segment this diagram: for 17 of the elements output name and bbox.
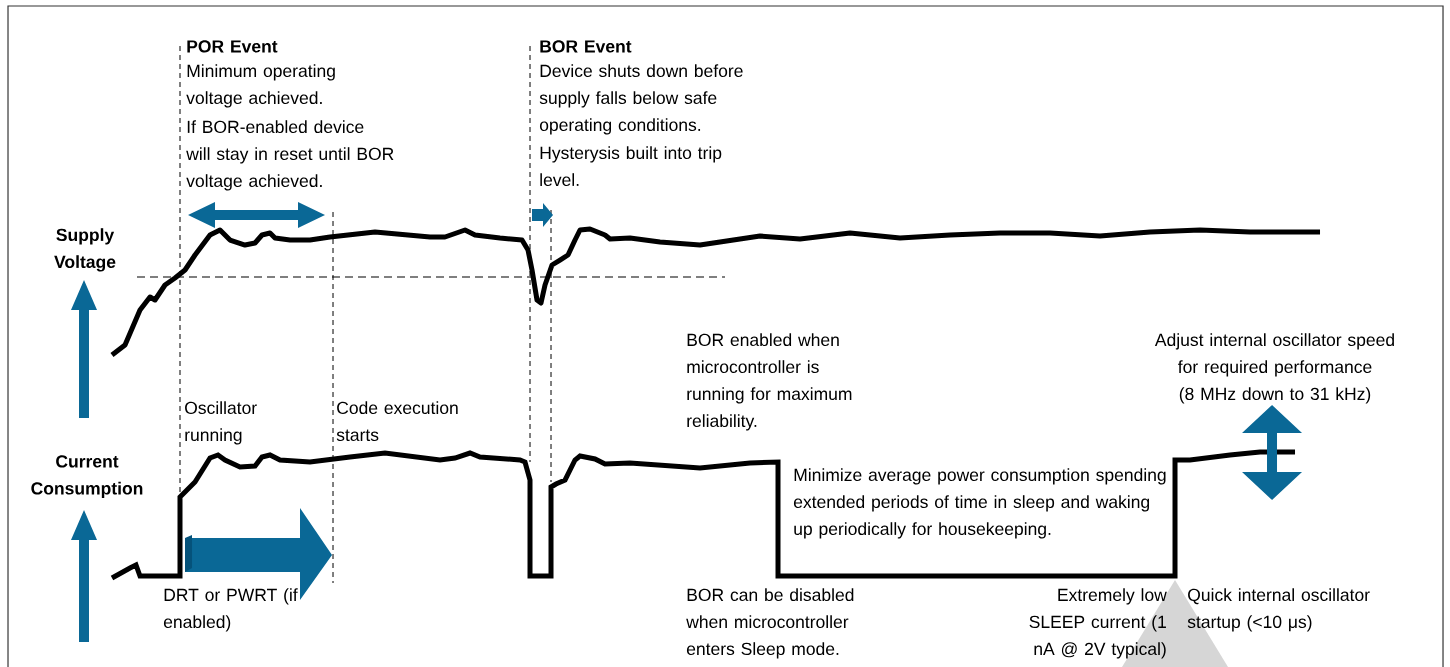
axis-label: Current Consumption	[31, 455, 143, 499]
event-heading: BOR Event	[540, 40, 632, 53]
annotation-text: BOR enabled when microcontroller is running for maximum reliability.	[687, 333, 852, 431]
annotation-text: BOR can be disabled when microcontroller enters Sleep mode.	[686, 588, 854, 659]
event-heading: POR Event	[187, 40, 278, 53]
annotation-text: Oscillator running	[185, 401, 257, 445]
annotation-text: If BOR-enabled device will stay in reset until BOR voltage achieved.	[186, 120, 394, 191]
axis-label: Supply Voltage	[54, 228, 116, 272]
annotation-text: Minimize average power consumption spending extended periods of time in sleep and waking up periodically for housekeeping.	[793, 468, 1166, 539]
annotation-text: Adjust internal oscillator speed for required performance (8 MHz down to 31 kHz)	[1154, 333, 1394, 404]
annotation-text: Minimum operating voltage achieved.	[186, 64, 335, 108]
annotation-text: DRT or PWRT (if enabled)	[163, 588, 298, 632]
annotation-text: Extremely low SLEEP current (1 nA @ 2V typical)	[1029, 588, 1167, 659]
annotation-text: Device shuts down before supply falls below safe operating conditions.	[539, 64, 743, 135]
annotation-text: Quick internal oscillator startup (<10 μs)	[1187, 588, 1370, 632]
annotation-text: Hysterysis built into trip level.	[540, 146, 722, 187]
annotation-text: Code execution starts	[336, 401, 458, 442]
